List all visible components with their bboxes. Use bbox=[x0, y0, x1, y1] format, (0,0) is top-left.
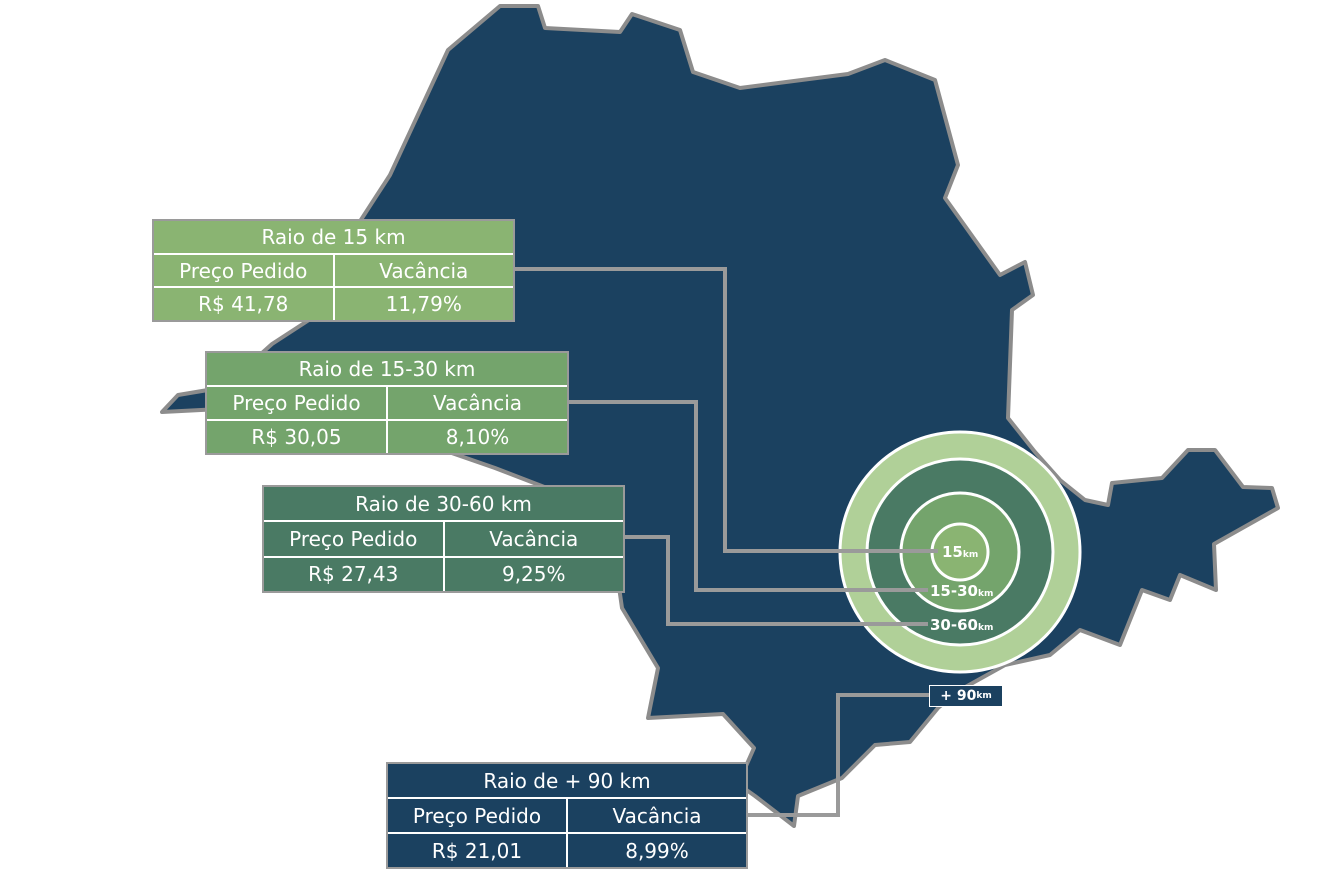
connector-90 bbox=[748, 693, 929, 817]
info-box-15km: Raio de 15 km Preço Pedido Vacância R$ 4… bbox=[152, 219, 515, 322]
info-box-title-row: Raio de + 90 km bbox=[388, 764, 746, 797]
info-box-value-row: R$ 41,78 11,79% bbox=[154, 286, 514, 321]
connector-15 bbox=[515, 267, 938, 553]
info-box-header-row: Preço Pedido Vacância bbox=[264, 520, 624, 556]
vacancy-value: 8,10% bbox=[386, 421, 567, 453]
price-value: R$ 41,78 bbox=[198, 292, 289, 317]
price-header: Preço Pedido bbox=[179, 258, 308, 283]
info-box-15-30km: Raio de 15-30 km Preço Pedido Vacância R… bbox=[205, 351, 569, 455]
info-box-title-row: Raio de 30-60 km bbox=[264, 487, 623, 520]
price-value: R$ 30,05 bbox=[251, 425, 342, 449]
vacancy-value: 8,99% bbox=[566, 834, 746, 867]
info-box-header-row: Preço Pedido Vacância bbox=[388, 797, 746, 832]
info-box-header-row: Preço Pedido Vacância bbox=[154, 252, 514, 287]
info-box-90km: Raio de + 90 km Preço Pedido Vacância R$… bbox=[386, 762, 748, 869]
outer-radius-unit: km bbox=[976, 691, 992, 701]
info-box-value-row: R$ 21,01 8,99% bbox=[388, 832, 746, 867]
vacancy-header: Vacância bbox=[442, 522, 624, 556]
vacancy-value: 11,79% bbox=[332, 288, 514, 321]
info-box-value-row: R$ 30,05 8,10% bbox=[207, 419, 567, 453]
info-box-title: Raio de 30-60 km bbox=[355, 491, 532, 516]
connector-30-60 bbox=[625, 535, 928, 626]
price-header: Preço Pedido bbox=[289, 526, 418, 551]
ring-label-30-60: 30-60km bbox=[930, 616, 993, 634]
vacancy-value: 9,25% bbox=[442, 557, 624, 591]
price-value: R$ 21,01 bbox=[431, 838, 523, 863]
price-value: R$ 27,43 bbox=[308, 562, 399, 587]
vacancy-header: Vacância bbox=[566, 799, 746, 832]
outer-radius-value: + 90 bbox=[940, 688, 977, 704]
info-box-title-row: Raio de 15 km bbox=[154, 221, 513, 253]
info-box-title: Raio de 15 km bbox=[261, 224, 406, 249]
info-box-title-row: Raio de 15-30 km bbox=[207, 353, 567, 385]
info-box-value-row: R$ 27,43 9,25% bbox=[264, 555, 624, 591]
ring-label-15: 15km bbox=[942, 543, 978, 561]
vacancy-header: Vacância bbox=[386, 387, 567, 419]
price-header: Preço Pedido bbox=[232, 391, 361, 415]
price-header: Preço Pedido bbox=[412, 803, 542, 828]
info-box-title: Raio de + 90 km bbox=[483, 768, 651, 793]
info-box-header-row: Preço Pedido Vacância bbox=[207, 385, 567, 419]
info-box-30-60km: Raio de 30-60 km Preço Pedido Vacância R… bbox=[262, 485, 625, 593]
connector-15-30 bbox=[569, 400, 928, 592]
ring-label-15-30: 15-30km bbox=[930, 582, 993, 600]
vacancy-header: Vacância bbox=[332, 254, 514, 287]
info-box-title: Raio de 15-30 km bbox=[298, 357, 476, 381]
